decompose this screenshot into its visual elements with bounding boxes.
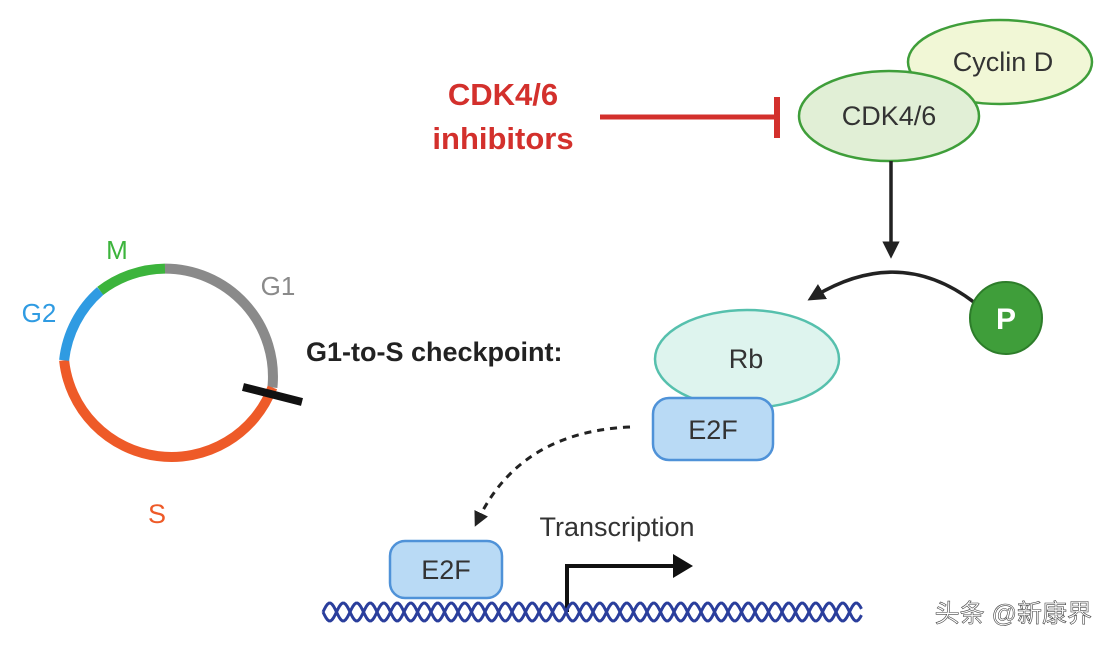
inhibitor-label-line2: inhibitors bbox=[432, 121, 573, 156]
rb-label: Rb bbox=[729, 344, 764, 374]
cdk46-label: CDK4/6 bbox=[842, 101, 937, 131]
bound-e2f-label: E2F bbox=[688, 415, 738, 445]
cyclin-cdk-complex: Cyclin D CDK4/6 bbox=[797, 18, 1094, 163]
transcription-label: Transcription bbox=[539, 512, 694, 542]
g2-arc bbox=[59, 287, 104, 361]
checkpoint-tick bbox=[242, 383, 303, 406]
checkpoint-label: G1-to-S checkpoint: bbox=[306, 337, 563, 367]
phosphorylation-arrow bbox=[807, 270, 977, 305]
cyclin-d-label: Cyclin D bbox=[953, 47, 1054, 77]
rb-e2f-complex: Rb E2F bbox=[651, 308, 841, 462]
phosphate-label: P bbox=[996, 303, 1016, 336]
phase-label-s: S bbox=[148, 499, 166, 529]
inhibitor-label-line1: CDK4/6 bbox=[448, 77, 558, 112]
m-arc bbox=[97, 263, 166, 295]
free-e2f: E2F bbox=[388, 539, 504, 600]
phase-label-m: M bbox=[106, 235, 128, 265]
inhibitor-group: CDK4/6 inhibitors bbox=[432, 77, 780, 156]
cyclin-d-ellipse bbox=[906, 18, 1094, 106]
phosphate: P bbox=[969, 281, 1043, 355]
phase-label-g1: G1 bbox=[261, 271, 296, 301]
cdk46-ellipse bbox=[797, 69, 981, 163]
free-e2f-box bbox=[388, 539, 504, 600]
free-e2f-label: E2F bbox=[421, 555, 471, 585]
phase-label-g2: G2 bbox=[22, 298, 57, 328]
g1-arc bbox=[164, 263, 278, 389]
s-arc bbox=[59, 359, 278, 462]
dna-helix bbox=[321, 601, 863, 623]
phosphate-circle bbox=[969, 281, 1043, 355]
watermark: 头条 @新康界 bbox=[935, 600, 1092, 628]
transcription-arrowhead bbox=[673, 554, 693, 578]
transcription-start-arrow bbox=[565, 564, 675, 612]
cell-cycle-ring: G1 S G2 M bbox=[22, 235, 303, 529]
e2f-release-arrow bbox=[474, 425, 631, 527]
bound-e2f-box bbox=[651, 396, 775, 462]
dna-strand bbox=[321, 601, 863, 623]
